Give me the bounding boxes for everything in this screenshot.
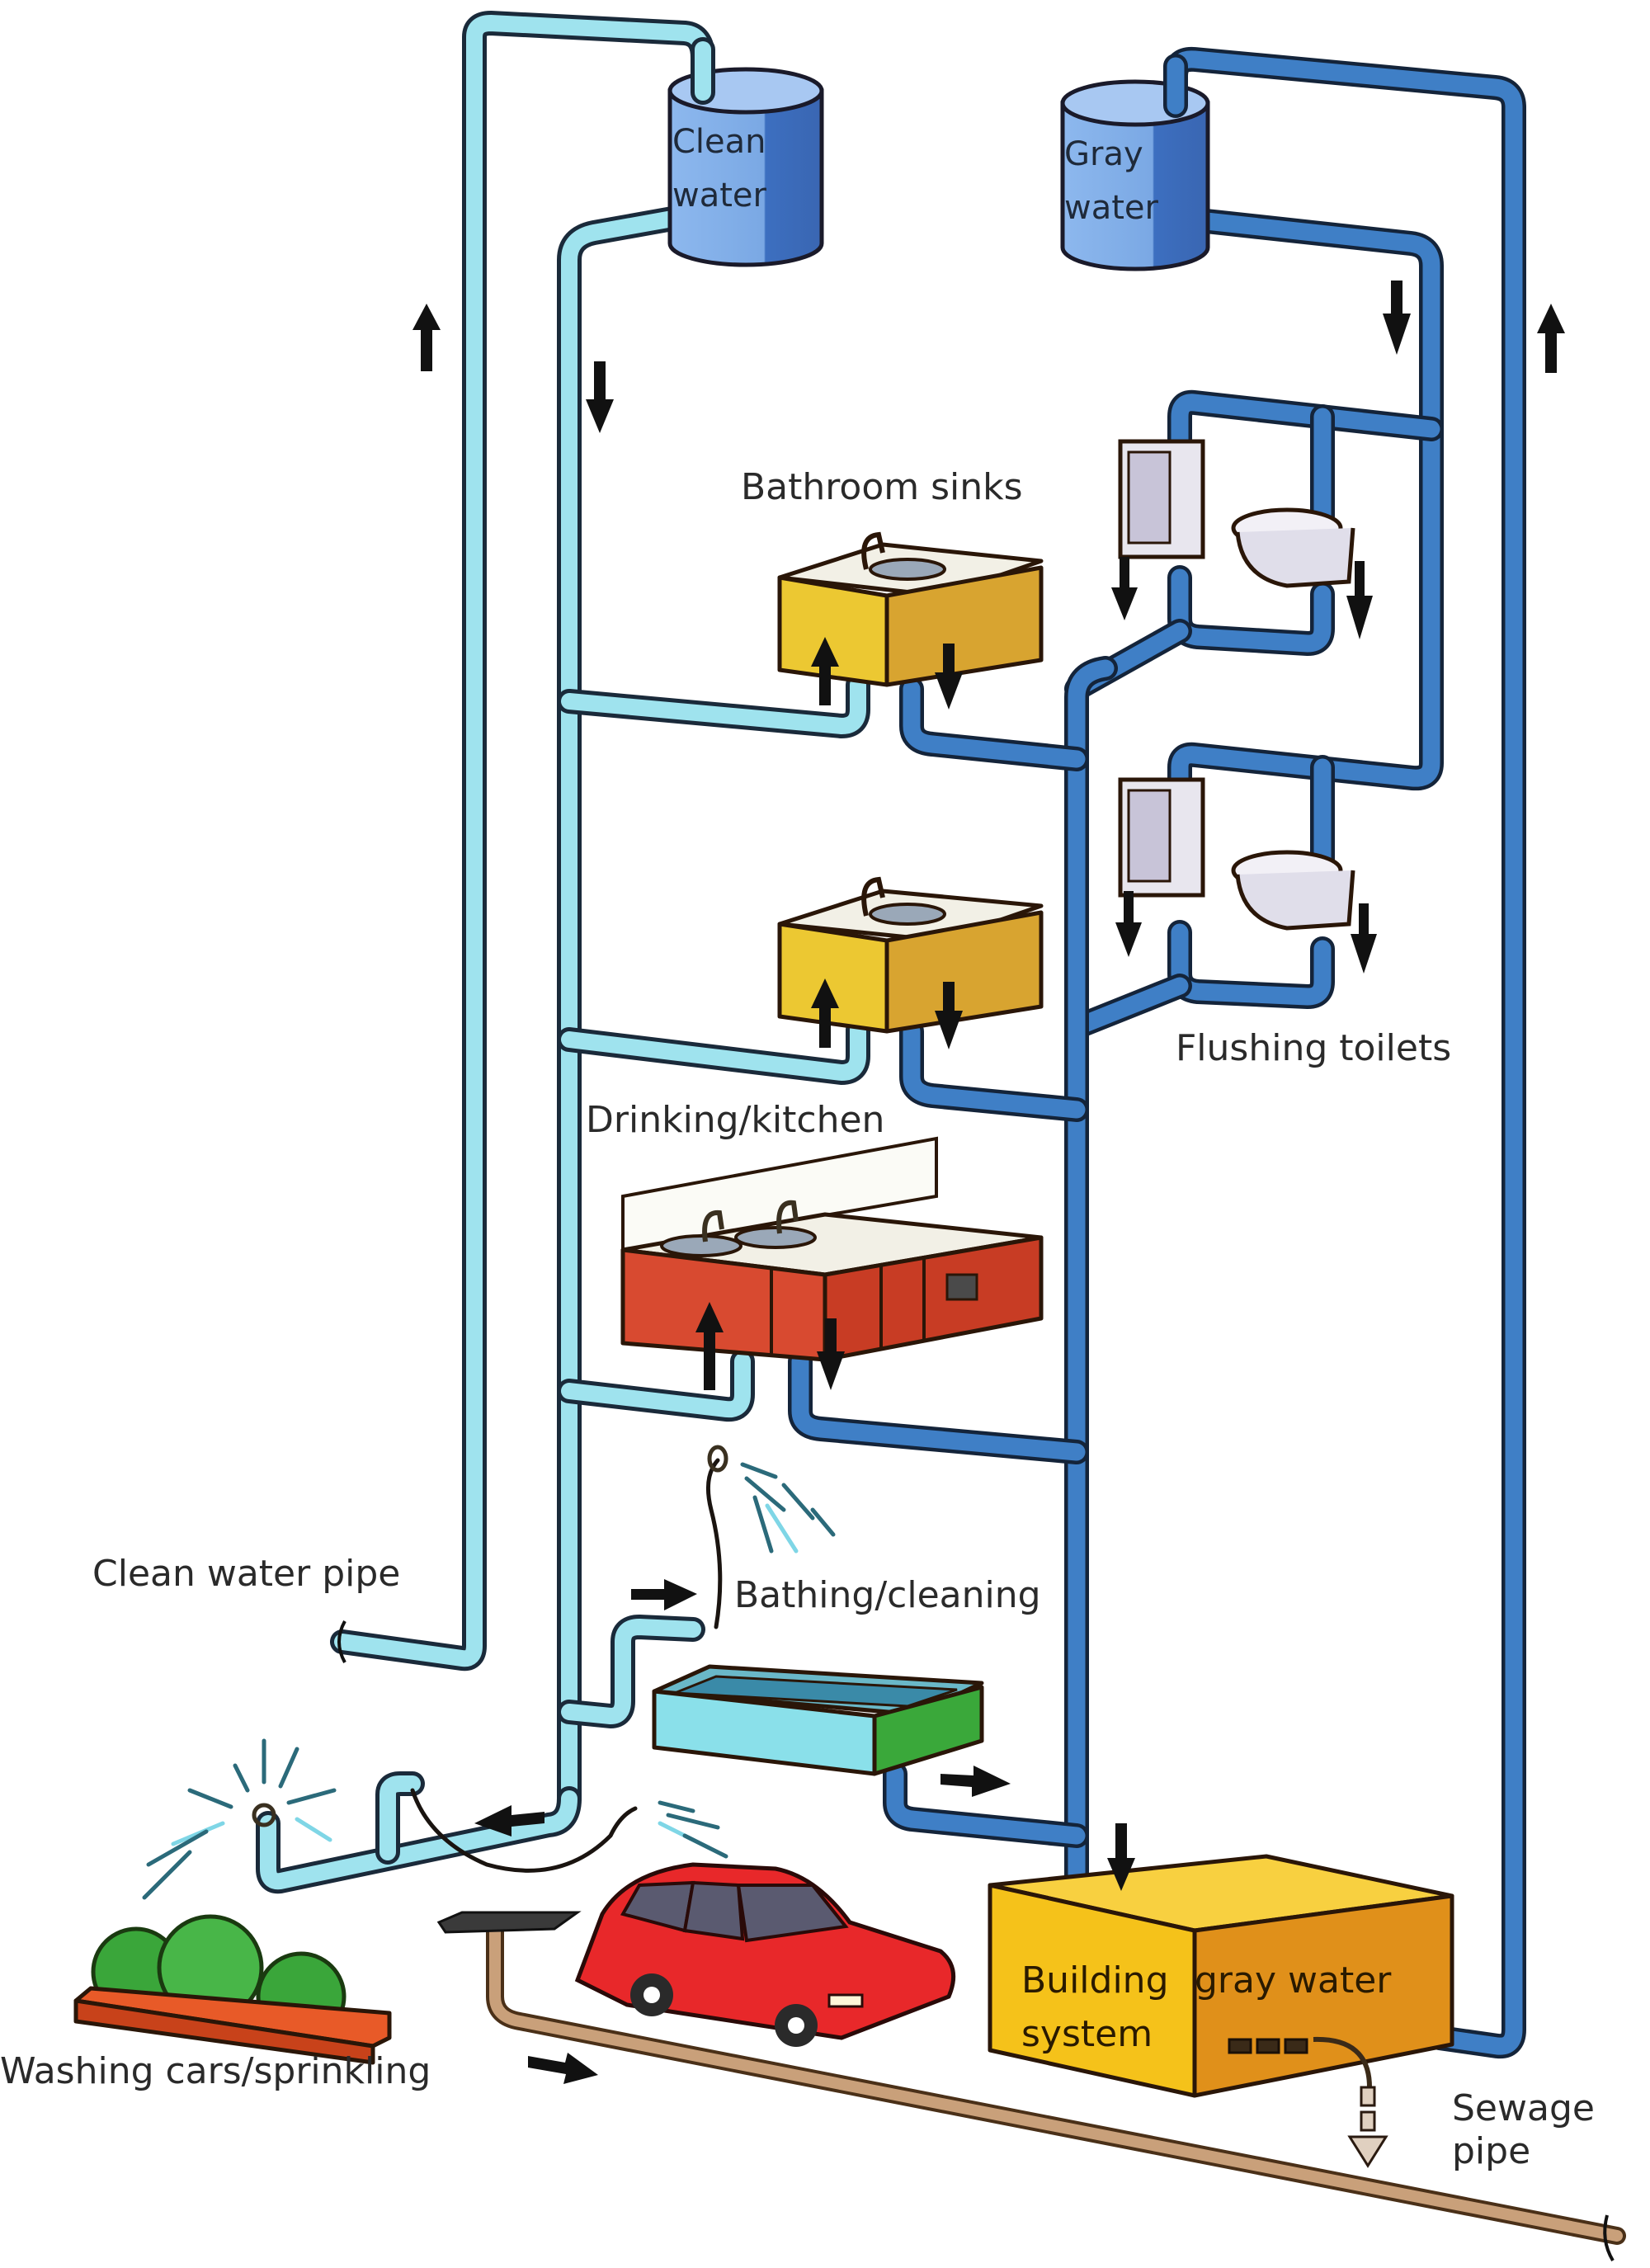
building-gray-water-system: Building gray water system: [988, 1854, 1454, 2098]
drinking-kitchen-label: Drinking/kitchen: [586, 1099, 884, 1141]
washing-sprinkling-label: Washing cars/sprinkling: [0, 2050, 431, 2092]
sprinkler: [142, 1738, 337, 1900]
gray-system-label-line3: system: [1021, 2013, 1153, 2055]
arrow-up-icon: [811, 637, 839, 705]
arrow-up-icon: [811, 978, 839, 1048]
arrow-down-icon: [817, 1318, 845, 1390]
pipe-break-mark: [337, 1620, 346, 1663]
gray-tank-label-line1: Gray: [1064, 135, 1143, 173]
sewage-pipe: [486, 1921, 1626, 2262]
sewage-label-line2: pipe: [1452, 2130, 1530, 2172]
arrow-down-icon: [935, 644, 963, 710]
clean-water-pipes: [256, 11, 870, 1894]
car: [574, 1862, 956, 2047]
hedge-planter: [73, 1914, 392, 2065]
urinal-upper: [1118, 439, 1205, 559]
bathroom-sink-lower: [777, 876, 1044, 1034]
arrow-down-icon: [586, 361, 614, 433]
bathtub-shower: [652, 1445, 984, 1776]
arrow-down-icon: [1346, 561, 1373, 639]
gray-system-label-line1: Building: [1021, 1959, 1169, 2002]
pipe-break-mark: [1603, 2214, 1615, 2262]
bathroom-sink-upper: [777, 531, 1044, 687]
clean-water-pipe-label: Clean water pipe: [92, 1553, 400, 1595]
sewage-label-line1: Sewage: [1452, 2087, 1595, 2129]
toilet-upper: [1231, 507, 1355, 588]
arrow-right-icon: [940, 1766, 1011, 1797]
outlet-slots: [1228, 2036, 1372, 2088]
toilet-lower: [1231, 850, 1355, 931]
arrow-down-icon: [1383, 281, 1411, 355]
arrow-up-icon: [1537, 304, 1565, 373]
arrow-down-icon: [1115, 891, 1142, 957]
street-drain-grate: [436, 1911, 582, 1934]
arrow-down-icon: [1351, 903, 1377, 974]
clean-tank-label-line2: water: [672, 177, 767, 215]
arrow-right-icon: [631, 1579, 697, 1610]
bathroom-sinks-label: Bathroom sinks: [741, 466, 1023, 508]
arrow-down-icon: [1107, 1823, 1135, 1891]
arrow-down-icon: [1111, 557, 1138, 620]
flow-arrows: [412, 281, 1565, 2084]
car-wash-hose: [410, 1788, 728, 1873]
arrow-up-icon: [412, 304, 441, 371]
gray-tank-label-line2: water: [1064, 189, 1159, 227]
bathing-cleaning-label: Bathing/cleaning: [734, 1574, 1041, 1616]
overflow-to-sewage-arrow: [1347, 2086, 1388, 2168]
arrow-up-icon: [695, 1302, 724, 1390]
arrow-down-icon: [935, 982, 963, 1049]
urinal-lower: [1118, 777, 1205, 898]
clean-tank-label-line1: Clean: [672, 123, 766, 161]
gray-system-label-line2: gray water: [1195, 1959, 1392, 2002]
arrow-right-icon: [528, 2053, 598, 2084]
flushing-toilets-label: Flushing toilets: [1176, 1027, 1451, 1069]
arrow-left-icon: [474, 1805, 544, 1837]
